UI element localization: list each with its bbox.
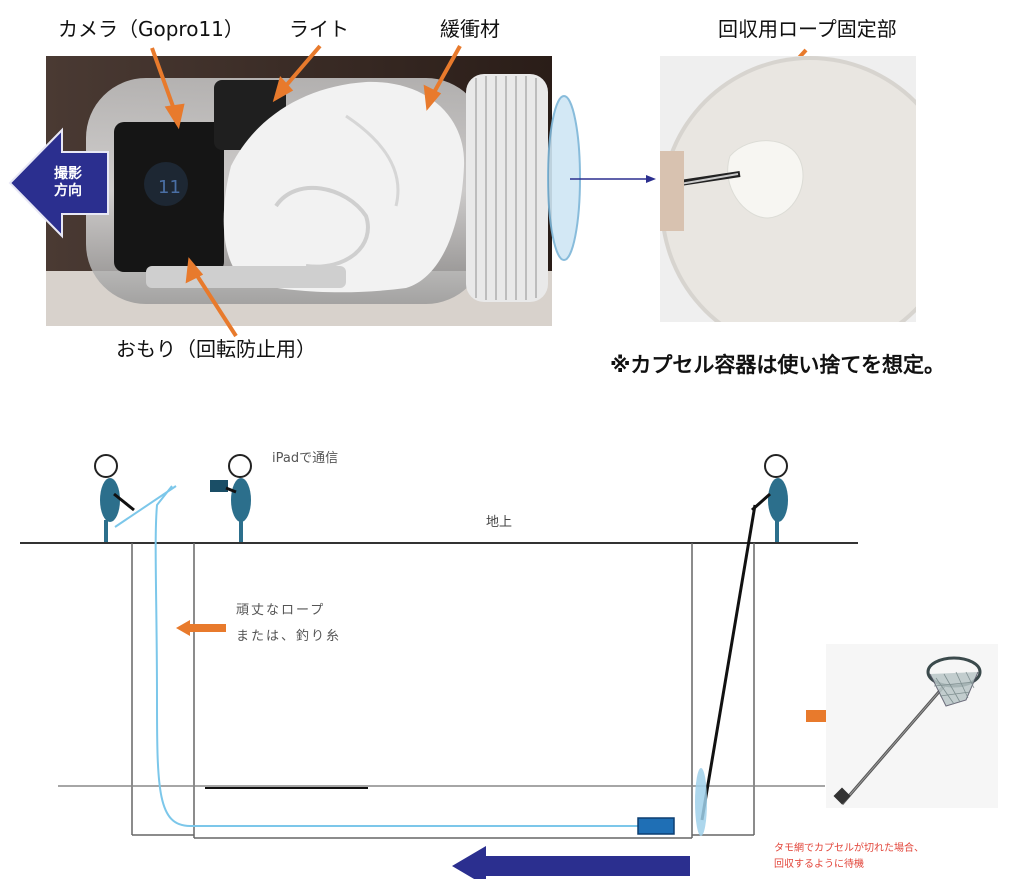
lid-highlight-oval (547, 95, 581, 261)
ipad-label: iPadで通信 (272, 451, 339, 466)
camera-label: カメラ（Gopro11） (58, 17, 244, 41)
person-right-figure (751, 454, 788, 542)
net-oval (695, 768, 707, 836)
light-label: ライト (289, 17, 349, 41)
rope-path (154, 485, 640, 827)
net-label-line1: タモ網でカプセルが切れた場合、 (774, 843, 924, 854)
travel-direction-arrow (452, 846, 690, 879)
rope-pointer-arrow (176, 620, 226, 636)
rope-fixing-label: 回収用ロープ固定部 (718, 17, 897, 41)
person-ipad-figure (210, 454, 252, 542)
net-label-line2: 回収するように待機 (774, 859, 864, 870)
person-left-figure (94, 454, 135, 542)
fishing-rod (114, 485, 177, 528)
capsule-photo: 11 (46, 56, 552, 326)
disposable-note: ※カプセル容器は使い捨てを想定。 (610, 353, 945, 377)
camera-brand-mark: 11 (158, 177, 181, 198)
shaft-walls (131, 543, 755, 839)
ground-label: 地上 (486, 515, 513, 530)
capsule-icon (637, 817, 675, 835)
rope-label-line1: 頑丈なロープ (236, 603, 326, 618)
retrieval-pole (700, 504, 757, 821)
rope-label-line2: または、釣り糸 (236, 629, 342, 644)
cushion-label: 緩衝材 (440, 17, 500, 41)
direction-arrow-text: 撮影 方向 (54, 166, 82, 199)
weight-label: おもり（回転防止用） (116, 337, 316, 361)
net-photo (826, 644, 998, 808)
lid-detail-photo (660, 56, 916, 322)
